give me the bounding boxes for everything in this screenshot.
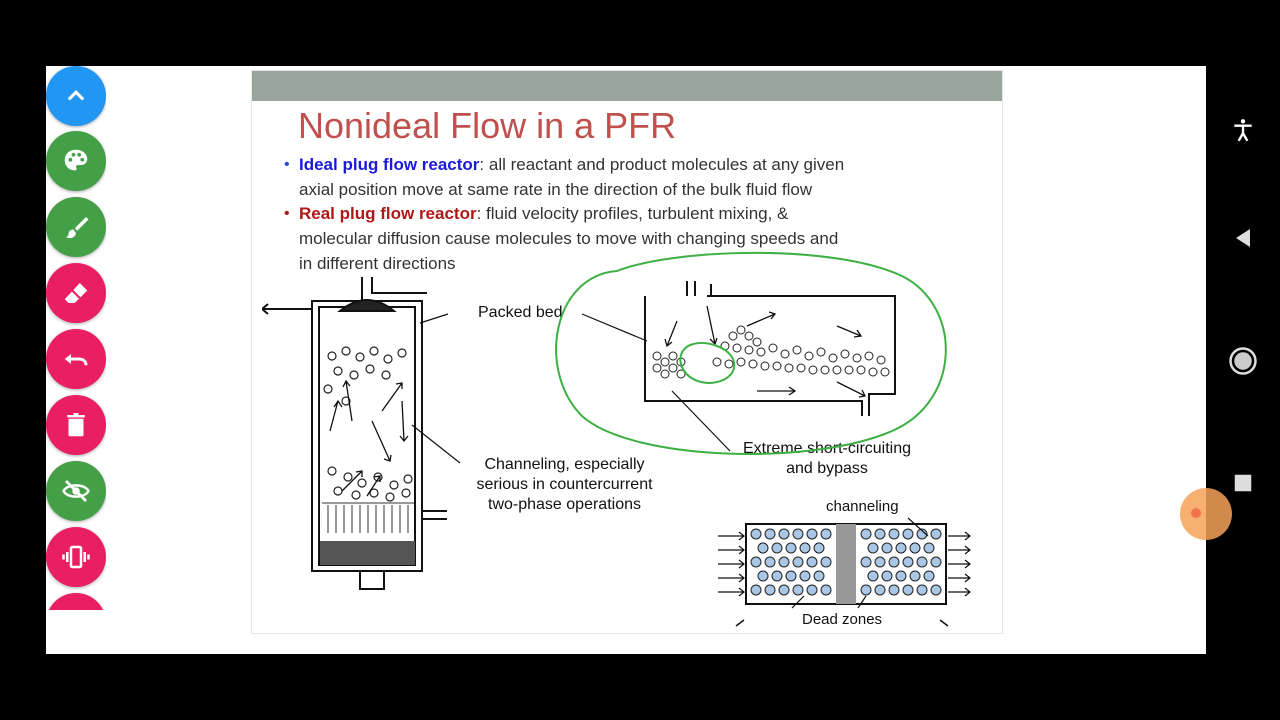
- packed-bed-label: Packed bed: [478, 304, 563, 321]
- slide-title: Nonideal Flow in a PFR: [298, 105, 677, 146]
- system-navigation-bar: [1206, 0, 1280, 720]
- real-pfr-keyword: Real plug flow reactor: [299, 204, 477, 223]
- accessibility-button[interactable]: [1206, 117, 1280, 143]
- pen-annotation: [555, 251, 947, 455]
- channeling-label: Channeling, especially serious in counte…: [476, 456, 653, 513]
- dead-zones-diagram: [718, 517, 971, 627]
- scroll-up-button[interactable]: [46, 66, 106, 126]
- slide-header-bar: [252, 71, 1002, 101]
- dead-zones-label: Dead zones: [802, 611, 883, 628]
- trash-icon: [67, 413, 85, 437]
- bullet-dot-icon: •: [284, 156, 290, 173]
- eraser-icon: [64, 283, 88, 303]
- toolbar-more-button[interactable]: [46, 593, 106, 610]
- back-icon: [1236, 229, 1250, 247]
- back-button[interactable]: [1206, 226, 1280, 250]
- drawing-toolbar: [46, 66, 106, 610]
- floating-recorder-bubble[interactable]: [1180, 488, 1232, 540]
- vibrate-button[interactable]: [46, 527, 106, 587]
- brush-icon: [66, 217, 89, 239]
- palette-icon: [64, 149, 88, 171]
- eye-off-icon: [62, 480, 90, 502]
- ideal-pfr-text-1: : all reactant and product molecules at …: [479, 155, 845, 174]
- chevron-up-icon: [68, 90, 84, 101]
- countercurrent-tower-diagram: [262, 277, 447, 590]
- vibrate-icon: [62, 545, 90, 569]
- home-icon: [1229, 347, 1257, 375]
- bullet-ideal-pfr: • Ideal plug flow reactor: all reactant …: [284, 152, 974, 202]
- real-pfr-text-3: in different directions: [299, 254, 456, 273]
- hide-button[interactable]: [46, 461, 106, 521]
- ideal-pfr-text-2: axial position move at same rate in the …: [299, 180, 813, 199]
- presentation-slide: Nonideal Flow in a PFR • Ideal plug flow…: [251, 70, 1003, 634]
- channeling-small-label: channeling: [826, 498, 899, 515]
- home-button[interactable]: [1206, 346, 1280, 376]
- recents-icon: [1234, 474, 1252, 492]
- bullet-real-pfr: • Real plug flow reactor: fluid velocity…: [284, 201, 974, 276]
- leader-lines: [411, 313, 731, 464]
- bullet-dot-icon: •: [284, 205, 290, 222]
- undo-icon: [64, 354, 88, 366]
- real-pfr-text-1: : fluid velocity profiles, turbulent mix…: [476, 204, 789, 223]
- recents-button[interactable]: [1206, 472, 1280, 494]
- brush-button[interactable]: [46, 197, 106, 257]
- undo-button[interactable]: [46, 329, 106, 389]
- packed-bed-diagram: [644, 281, 896, 416]
- ideal-pfr-keyword: Ideal plug flow reactor: [299, 155, 480, 174]
- app-screen: Nonideal Flow in a PFR • Ideal plug flow…: [46, 66, 1206, 654]
- eraser-button[interactable]: [46, 263, 106, 323]
- accessibility-icon: [1234, 119, 1252, 142]
- color-palette-button[interactable]: [46, 131, 106, 191]
- delete-button[interactable]: [46, 395, 106, 455]
- real-pfr-text-2: molecular diffusion cause molecules to m…: [299, 229, 839, 248]
